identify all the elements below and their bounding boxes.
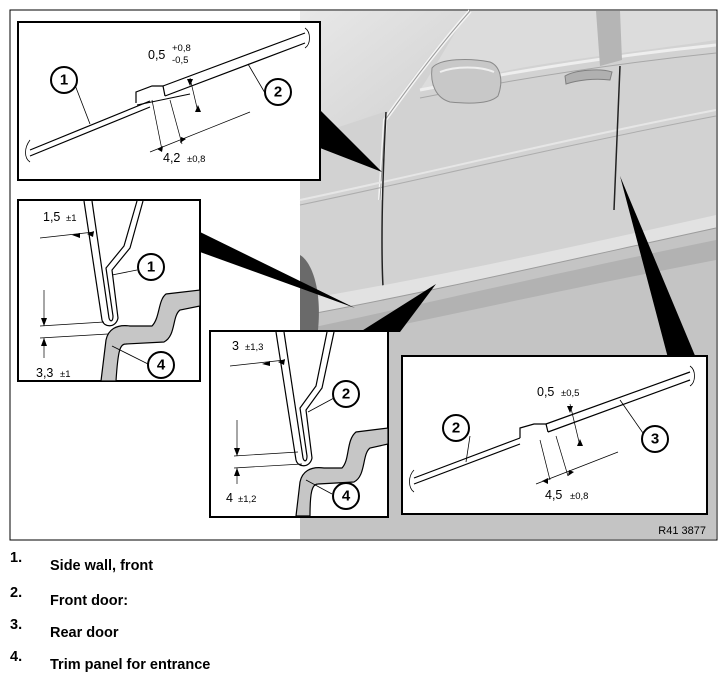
dim-top-gap-tol-upper: +0,8 bbox=[172, 43, 191, 54]
callout-3-circle-right bbox=[641, 425, 669, 453]
dim-left-gap-tol: ±1 bbox=[66, 213, 77, 224]
dim-mid-gap: 3 bbox=[232, 339, 239, 353]
callout-3-label-right: 3 bbox=[651, 431, 659, 448]
figure-reference-number: R41 3877 bbox=[658, 525, 706, 537]
legend-item-text: Front door: bbox=[50, 593, 129, 609]
callout-1-circle bbox=[50, 66, 78, 94]
legend-item: 4. Trim panel for entrance bbox=[0, 649, 727, 673]
legend-item: 3. Rear door bbox=[0, 617, 727, 641]
detail-box-side-wall-section: 1 4 1,5 ±1 3,3 ±1 bbox=[17, 199, 201, 382]
callout-2-label: 2 bbox=[274, 84, 282, 101]
dim-mid-height-tol: ±1,2 bbox=[238, 494, 256, 505]
dim-left-gap: 1,5 bbox=[43, 210, 60, 224]
dim-right-gap: 0,5 bbox=[537, 385, 554, 399]
legend-item-number: 4. bbox=[10, 649, 23, 665]
pointer-wedges bbox=[200, 110, 696, 358]
dim-right-overlap-tol: ±0,8 bbox=[570, 491, 588, 502]
detail-box-front-door-section: 2 4 3 ±1,3 4 ±1,2 bbox=[209, 330, 389, 518]
dim-top-overlap-tol: ±0,8 bbox=[187, 154, 205, 165]
dim-right-overlap: 4,5 bbox=[545, 488, 562, 502]
dim-top-overlap: 4,2 bbox=[163, 151, 180, 165]
callout-2-label-right: 2 bbox=[452, 420, 460, 437]
callout-4-circle-left bbox=[147, 351, 175, 379]
callout-2-circle-right bbox=[442, 414, 470, 442]
callout-2-circle bbox=[264, 78, 292, 106]
legend-item-text: Rear door bbox=[50, 625, 119, 641]
legend-item-text: Trim panel for entrance bbox=[50, 657, 211, 673]
callout-4-circle-mid bbox=[332, 482, 360, 510]
dim-top-gap: 0,5 bbox=[148, 48, 165, 62]
dim-left-height-tol: ±1 bbox=[60, 369, 71, 380]
door-gap-diagram: 1 2 0,5 +0,8 -0,5 4,2 ±0,8 1 bbox=[9, 9, 718, 541]
dim-mid-height: 4 bbox=[226, 491, 233, 505]
callout-2-circle-mid bbox=[332, 380, 360, 408]
legend-item: 2. Front door: bbox=[0, 585, 727, 609]
dim-mid-gap-tol: ±1,3 bbox=[245, 342, 263, 353]
callout-2-label-mid: 2 bbox=[342, 386, 350, 403]
legend-item-number: 2. bbox=[10, 585, 23, 601]
legend-item: 1. Side wall, front bbox=[0, 550, 727, 574]
callout-1-label-left: 1 bbox=[147, 259, 155, 276]
callout-4-label-left: 4 bbox=[157, 357, 166, 374]
detail-box-front-door-gap: 1 2 0,5 +0,8 -0,5 4,2 ±0,8 bbox=[17, 21, 321, 181]
dim-left-height: 3,3 bbox=[36, 366, 53, 380]
callout-1-circle-left bbox=[137, 253, 165, 281]
dim-top-gap-tol-lower: -0,5 bbox=[172, 55, 188, 66]
legend-item-number: 3. bbox=[10, 617, 23, 633]
legend-item-text: Side wall, front bbox=[50, 558, 154, 574]
callout-1-label: 1 bbox=[60, 72, 68, 89]
dim-right-gap-tol: ±0,5 bbox=[561, 388, 579, 399]
legend-item-number: 1. bbox=[10, 550, 23, 566]
callout-4-label-mid: 4 bbox=[342, 488, 351, 505]
detail-box-rear-door-gap: 2 3 0,5 ±0,5 4,5 ±0,8 bbox=[401, 355, 708, 515]
